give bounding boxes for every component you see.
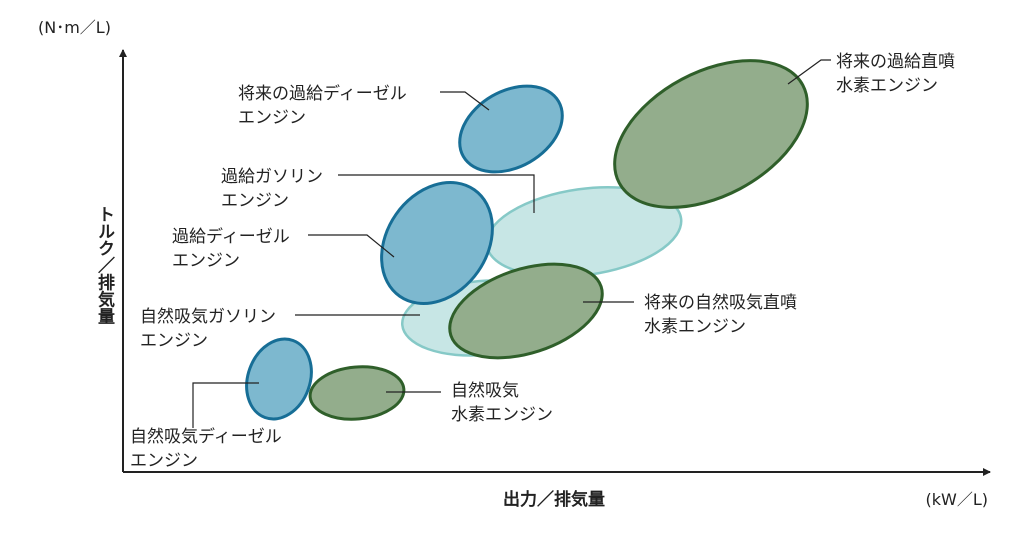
x-axis-label: 出力／排気量: [503, 489, 605, 510]
region-future-na-di-hydrogen-ellipse: [448, 262, 604, 360]
y-axis-label: トルク／排気量: [94, 206, 116, 325]
label-na-hydrogen: 自然吸気 水素エンジン: [451, 381, 553, 425]
label-na-gasoline: 自然吸気ガソリン エンジン: [140, 307, 281, 351]
label-future-turbo-di-hydrogen: 将来の過給直噴 水素エンジン: [836, 52, 960, 96]
leader-future-turbo-di-hydrogen: [787, 59, 831, 85]
leader-lines: [192, 59, 831, 428]
y-axis-unit: (N･m／L): [38, 18, 111, 37]
leader-na-diesel: [192, 382, 259, 428]
x-axis-unit: (kW／L): [926, 490, 989, 509]
label-future-turbo-diesel: 将来の過給ディーゼル エンジン: [238, 83, 412, 128]
region-future-turbo-diesel-ellipse: [458, 84, 564, 174]
label-future-na-di-hydrogen: 将来の自然吸気直噴 水素エンジン: [644, 293, 802, 337]
region-labels: 将来の過給ディーゼル エンジン 過給ガソリン エンジン 過給ディーゼル エンジン…: [130, 52, 960, 471]
region-na-diesel-ellipse: [245, 337, 313, 421]
label-turbo-gasoline: 過給ガソリン エンジン: [221, 167, 328, 211]
label-na-diesel: 自然吸気ディーゼル エンジン: [130, 426, 287, 471]
region-ellipses: [245, 59, 809, 421]
region-turbo-diesel-ellipse: [380, 181, 494, 305]
region-future-turbo-di-hydrogen-ellipse: [613, 59, 809, 209]
label-turbo-diesel: 過給ディーゼル エンジン: [172, 226, 295, 271]
leader-future-turbo-diesel: [440, 91, 490, 111]
leader-turbo-diesel: [308, 234, 395, 258]
leader-turbo-gasoline: [338, 174, 535, 213]
region-na-hydrogen-ellipse: [308, 365, 406, 421]
